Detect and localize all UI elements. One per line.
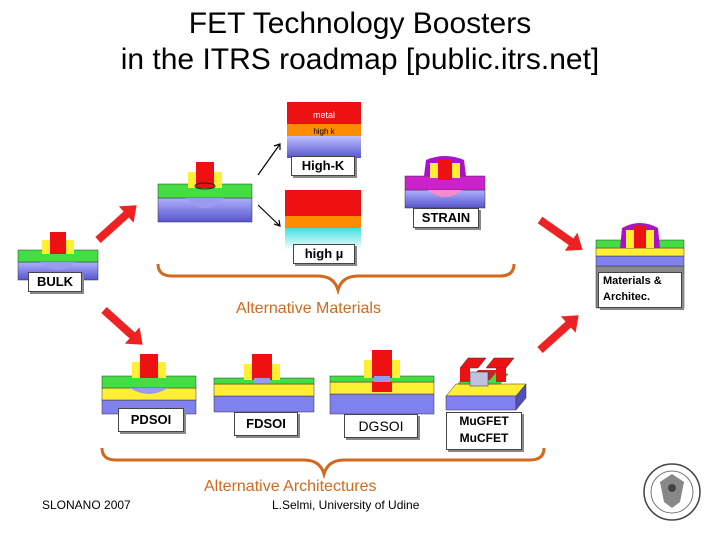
bulk-label: BULK [28, 272, 82, 292]
metal-highk-stack [287, 102, 361, 158]
fdsoi-label: FDSOI [234, 412, 298, 436]
stack-pointer-arrows [257, 143, 281, 227]
mugfet-label-line1: MuGFET [459, 414, 509, 428]
university-seal-logo [643, 463, 701, 521]
high-k-label: High-K [291, 156, 355, 176]
strain-label: STRAIN [413, 208, 479, 228]
mugfet-label: MuGFET MuCFET [446, 412, 522, 450]
architectures-bracket [100, 447, 546, 480]
footer-event: SLONANO 2007 [42, 498, 131, 512]
high-mu-label: high µ [293, 244, 355, 264]
intermediate-device [157, 162, 253, 223]
mugfet-label-line2: MuCFET [459, 431, 509, 445]
materials-label-line2: Architec. [603, 291, 651, 303]
bulk-device [17, 232, 99, 281]
materials-label-line1: Materials & [603, 275, 662, 287]
metal-layer-label: metal [313, 110, 335, 120]
highk-layer-label: high k [313, 127, 335, 136]
alternative-architectures-label: Alternative Architectures [204, 478, 377, 495]
pdsoi-device [101, 354, 197, 415]
materials-bracket [156, 263, 516, 296]
footer-author: L.Selmi, University of Udine [272, 498, 420, 512]
dgsoi-label: DGSOI [344, 414, 418, 438]
high-mu-stack [285, 190, 361, 250]
strain-device [404, 156, 486, 209]
dgsoi-device [329, 350, 435, 415]
title-line-1: FET Technology Boosters [188, 7, 532, 40]
title-line-2: in the ITRS roadmap [public.itrs.net] [120, 43, 600, 76]
pdsoi-label: PDSOI [118, 408, 184, 432]
mugfet-device [445, 357, 527, 411]
red-arrows [95, 205, 583, 353]
fdsoi-device [213, 354, 315, 413]
alternative-materials-label: Alternative Materials [236, 300, 381, 317]
materials-architec-label: Materials & Architec. [598, 272, 682, 308]
